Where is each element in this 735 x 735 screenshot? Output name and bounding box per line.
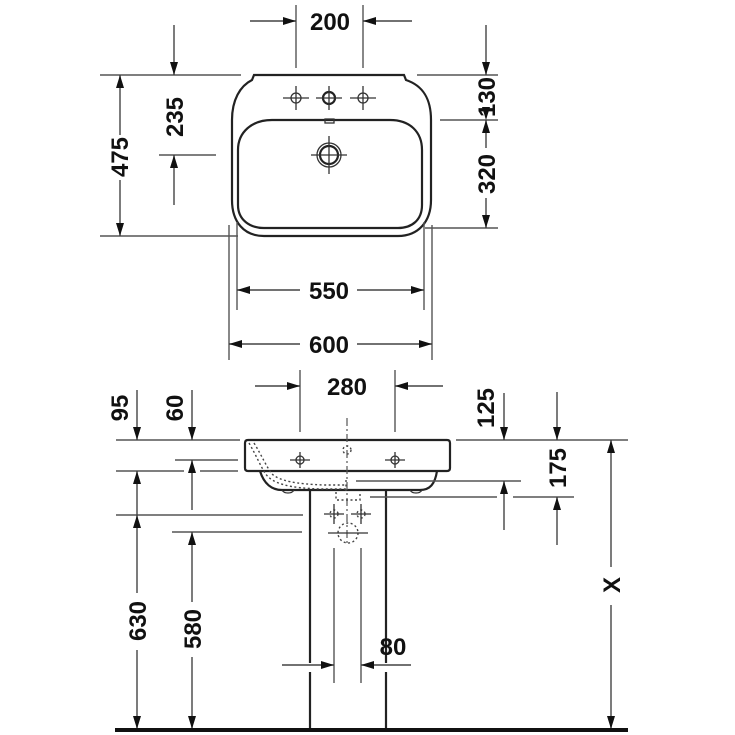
dim-rim-to-pedestal: 175 — [545, 448, 572, 488]
dim-overall-depth: 475 — [107, 137, 134, 177]
side-view: 280 95 60 630 580 — [107, 370, 628, 732]
dim-tap-to-drain: 235 — [162, 97, 189, 137]
dim-pedestal-opening: 80 — [380, 634, 407, 661]
basin-bowl-outline — [236, 118, 424, 230]
tap-hole-left-icon — [283, 86, 309, 110]
overflow-slot — [324, 118, 335, 124]
wall-fixing-left-icon — [324, 504, 344, 524]
dim-rim-height-x: X — [599, 577, 626, 593]
dim-fixing-height: 630 — [125, 601, 152, 641]
wall-fixing-right-icon — [351, 504, 371, 524]
waste-outlet-icon — [328, 522, 368, 544]
tap-hole-center-icon — [316, 86, 342, 110]
fixing-hole-right-icon — [385, 452, 405, 468]
dim-bowl-depth: 320 — [474, 154, 501, 194]
dim-back-to-bowl: 130 — [474, 77, 501, 117]
tap-hole-right-icon — [350, 86, 376, 110]
fixing-hole-left-icon — [290, 452, 310, 468]
dim-rim-thickness: 95 — [107, 395, 134, 422]
dim-wall-fixing-height: 580 — [180, 609, 207, 649]
drain-icon — [311, 136, 347, 174]
dim-fixing-spacing: 280 — [327, 374, 367, 401]
dim-overall-width: 600 — [309, 332, 349, 359]
basin-side-outline — [243, 438, 452, 473]
dim-tap-spacing: 200 — [310, 9, 350, 36]
dim-bowl-width: 550 — [309, 278, 349, 305]
basin-outer-outline — [230, 73, 433, 238]
dim-rim-to-fixing: 60 — [162, 395, 189, 422]
top-view: 200 475 235 130 320 — [100, 5, 501, 360]
dim-rim-to-siphon: 125 — [473, 388, 500, 428]
